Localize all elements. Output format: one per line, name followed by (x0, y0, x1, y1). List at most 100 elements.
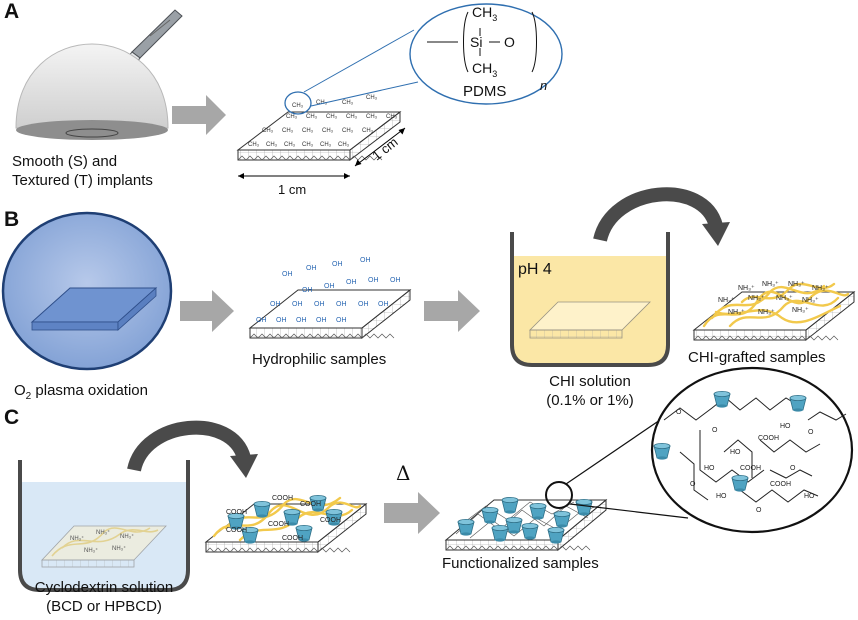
chi-grafted-caption: CHI-grafted samples (688, 349, 826, 366)
svg-text:NH₃⁺: NH₃⁺ (758, 309, 775, 316)
dimension-label-x: 1 cm (278, 182, 307, 197)
svg-text:CH₃: CH₃ (262, 128, 274, 134)
svg-text:HO: HO (716, 493, 727, 500)
svg-text:CH₃: CH₃ (292, 103, 304, 109)
svg-text:NH₃⁺: NH₃⁺ (788, 281, 805, 288)
svg-text:CH₃: CH₃ (342, 100, 354, 106)
svg-text:NH₃⁺: NH₃⁺ (738, 285, 755, 292)
svg-text:NH₃⁺: NH₃⁺ (112, 545, 126, 552)
hydrophilic-caption: Hydrophilic samples (252, 351, 387, 368)
o2-text: O (14, 382, 26, 399)
svg-text:OH: OH (360, 257, 371, 264)
svg-text:CH₃: CH₃ (302, 128, 314, 134)
ph-label: pH 4 (518, 261, 552, 278)
svg-text:HO: HO (704, 465, 715, 472)
pdms-si: Si (470, 34, 483, 50)
svg-text:OH: OH (276, 317, 287, 324)
ammonium-groups: NH₃⁺NH₃⁺NH₃⁺NH₃⁺ NH₃⁺NH₃⁺NH₃⁺NH₃⁺ NH₃⁺NH… (718, 281, 829, 316)
svg-text:NH₃⁺: NH₃⁺ (120, 533, 134, 540)
svg-text:O: O (808, 429, 814, 436)
svg-text:HO: HO (730, 449, 741, 456)
implant-caption-line2: Textured (T) implants (12, 172, 153, 189)
svg-text:OH: OH (306, 265, 317, 272)
svg-text:OH: OH (332, 261, 343, 268)
cd-solution-caption: Cyclodextrin solution (BCD or HPBCD) (14, 578, 194, 616)
svg-text:OH: OH (256, 317, 267, 324)
cd-solution-line2: (BCD or HPBCD) (46, 598, 162, 615)
svg-text:COOH: COOH (268, 521, 289, 528)
svg-text:OH: OH (270, 301, 281, 308)
svg-text:NH₃⁺: NH₃⁺ (776, 295, 793, 302)
cd-beaker-labels: NH₃⁺NH₃⁺NH₃⁺NH₃⁺NH₃⁺ (70, 529, 134, 554)
chi-grafted-slab (692, 282, 856, 342)
pdms-label: PDMS (463, 83, 507, 100)
o2-subscript: 2 (25, 391, 32, 402)
svg-text:OH: OH (336, 301, 347, 308)
svg-text:OH: OH (282, 271, 293, 278)
svg-text:CH₃: CH₃ (302, 142, 314, 148)
svg-text:O: O (676, 409, 682, 416)
svg-text:NH₃⁺: NH₃⁺ (762, 281, 779, 288)
svg-text:CH₃: CH₃ (320, 142, 332, 148)
cd-solution-line1: Cyclodextrin solution (34, 579, 174, 596)
plasma-slab (30, 287, 158, 331)
pdms-slab-icon (236, 110, 402, 162)
svg-text:CH₃: CH₃ (248, 142, 260, 148)
pdms-ch3-top: CH3 (472, 3, 497, 28)
svg-text:CH₃: CH₃ (266, 142, 278, 148)
svg-text:NH₃⁺: NH₃⁺ (748, 295, 765, 302)
block-arrow-icon (172, 95, 226, 135)
ch3-text: CH (472, 60, 493, 76)
svg-text:NH₃⁺: NH₃⁺ (812, 285, 829, 292)
functionalized-slab (444, 496, 608, 552)
beaker-slab (529, 301, 651, 339)
svg-text:HO: HO (780, 423, 791, 430)
svg-text:CH₃: CH₃ (316, 100, 328, 106)
svg-text:HO: HO (804, 493, 815, 500)
ch3-subscript: 3 (492, 12, 498, 23)
panel-label-a: A (4, 0, 20, 23)
heat-symbol: Δ (396, 461, 411, 485)
implant-caption-line1: Smooth (S) and (12, 153, 118, 170)
svg-text:COOH: COOH (300, 501, 321, 508)
svg-text:COOH: COOH (226, 509, 247, 516)
svg-text:O: O (690, 481, 696, 488)
svg-text:COOH: COOH (226, 527, 247, 534)
svg-text:COOH: COOH (758, 435, 779, 442)
dimension-lines (238, 127, 406, 179)
svg-text:OH: OH (378, 301, 389, 308)
svg-text:NH₃⁺: NH₃⁺ (96, 529, 110, 536)
crosslink-zoom-circle (650, 366, 854, 534)
svg-text:OH: OH (390, 277, 401, 284)
svg-text:NH₃⁺: NH₃⁺ (728, 309, 745, 316)
ch3-subscript: 3 (492, 68, 498, 79)
svg-text:CH₃: CH₃ (282, 128, 294, 134)
carboxyl-groups: COOH COOH COOH COOH COOH COOH COOH (226, 495, 341, 542)
svg-text:NH₃⁺: NH₃⁺ (802, 297, 819, 304)
svg-text:COOH: COOH (272, 495, 293, 502)
svg-text:OH: OH (314, 301, 325, 308)
ch3-text: CH (472, 4, 493, 20)
svg-text:OH: OH (324, 283, 335, 290)
svg-text:OH: OH (316, 317, 327, 324)
chi-solution-line1: CHI solution (549, 373, 631, 390)
svg-text:COOH: COOH (282, 535, 303, 542)
hydrophilic-slab (248, 288, 412, 340)
svg-text:COOH: COOH (320, 517, 341, 524)
svg-text:CH₃: CH₃ (306, 114, 318, 120)
svg-text:O: O (712, 427, 718, 434)
cd-loaded-slab (204, 494, 368, 554)
svg-text:CH₃: CH₃ (342, 128, 354, 134)
block-arrow-icon (384, 492, 440, 534)
svg-text:CH₃: CH₃ (284, 142, 296, 148)
panel-label-c: C (4, 406, 20, 429)
svg-text:OH: OH (346, 279, 357, 286)
svg-text:COOH: COOH (770, 481, 791, 488)
svg-text:OH: OH (336, 317, 347, 324)
svg-text:COOH: COOH (740, 465, 761, 472)
svg-text:O: O (790, 465, 796, 472)
